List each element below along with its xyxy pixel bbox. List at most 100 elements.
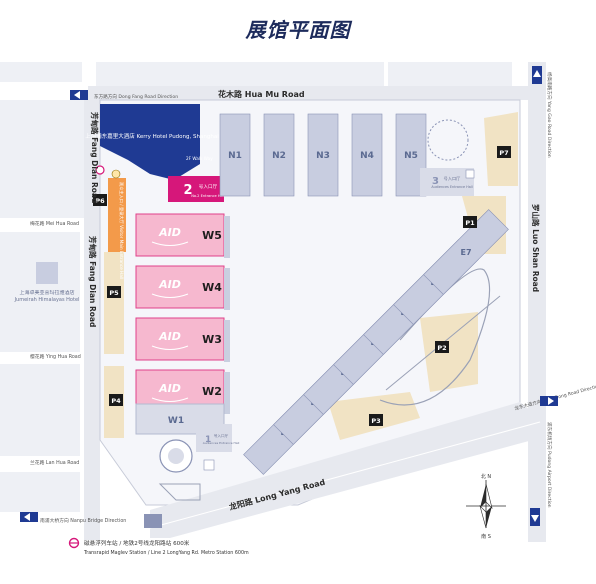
jumeirah-hotel-block: [36, 262, 58, 284]
hall-w4-shadow: [224, 268, 230, 310]
parking-p4-badge: [109, 394, 123, 406]
parking-p5-badge: [107, 286, 121, 298]
hall-w5-label: W5: [202, 229, 222, 242]
hall-w5-shadow: [224, 216, 230, 258]
meihua-road-label: 梅花路 Mei Hua Road: [30, 220, 79, 227]
entrance-3-cn: 号入口厅: [444, 176, 461, 182]
lot-left-4: [0, 472, 80, 512]
parking-p4-label: P4: [111, 397, 121, 405]
hall-n3[interactable]: [307, 113, 339, 197]
lanhua-road-label: 兰花路 Lan Hua Road: [30, 459, 79, 466]
longyang-road-strip: [150, 402, 540, 538]
fangdian-road-label-top: 芳甸路 Fang Dian Road: [90, 112, 100, 203]
hall-n1[interactable]: [219, 113, 251, 197]
metro-station-block: [144, 514, 162, 528]
hall-w3-shadow: [224, 320, 230, 362]
visitor-entrance-label: 观众主入口 / 登录大厅 Visitor Main Entrance Hall: [118, 182, 125, 279]
parking-p1-label: P1: [465, 219, 475, 227]
hall-w2-logo-swoosh: [151, 397, 189, 402]
parking-p6-label: P6: [95, 197, 105, 205]
fangdian-road-label-mid: 芳甸路 Fang Dian Road: [88, 236, 98, 327]
hall-e7[interactable]: [423, 209, 509, 295]
hall-w2-shadow: [224, 372, 230, 414]
entrance-2-en: No.2 Entrance Hall: [191, 194, 225, 198]
compass-south-label: 南 S: [481, 533, 491, 540]
info-icon: [111, 169, 121, 179]
compass-icon: [466, 480, 506, 529]
yinghua-road-label: 樱花路 Ying Hua Road: [30, 353, 81, 360]
entrance-2-box: [168, 176, 224, 202]
hall-n5-label: N5: [404, 151, 418, 161]
skywalk-label: 2F Walk Way: [186, 156, 213, 161]
hall-n2-label: N2: [272, 151, 286, 161]
entrance-1-box: [196, 424, 232, 452]
hall-e7-group: E7: [423, 209, 509, 295]
hall-n4[interactable]: [351, 113, 383, 197]
hall-w4-label: W4: [202, 281, 222, 294]
hall-w1-label: W1: [168, 416, 184, 426]
parking-sign-icon-2: [203, 459, 215, 471]
parking-p5-label: P5: [109, 289, 119, 297]
hall-w3-label: W3: [202, 333, 222, 346]
hall-w5-logo: AID: [158, 226, 181, 239]
parking-p6-badge: [93, 194, 107, 206]
luoshan-road-strip: [528, 62, 546, 542]
parking-area-p5: [104, 252, 124, 354]
hall-w3-logo: AID: [158, 330, 181, 343]
jumeirah-label-wrap: 上海卓美亚喜玛拉雅酒店 Jumeirah Himalayas Hotel: [14, 290, 80, 303]
hall-w2-label: W2: [202, 385, 222, 398]
lot-left-3: [0, 364, 80, 456]
east-halls: E1E2E3E4E5E6E7: [243, 209, 509, 475]
parking-p1-badge: [463, 216, 477, 228]
hall-e7-label: E7: [460, 248, 471, 257]
hall-w4[interactable]: [135, 265, 225, 309]
hall-w5[interactable]: [135, 213, 225, 257]
maglev-en-label: Transrapid Maglev Station / Line 2 LongY…: [83, 550, 249, 556]
airport-direction-label: 浦东机场方向 Pudong Airport Direction: [546, 422, 553, 508]
entrance-1-en: Audiences Entrance Hall: [203, 441, 240, 445]
arrow-left-icon-2: [20, 512, 38, 522]
entrance-2-number: 2: [183, 183, 192, 198]
entrance-3-box: [420, 168, 474, 196]
parking-p7-label: P7: [499, 149, 508, 157]
hall-n2[interactable]: [263, 113, 295, 197]
hall-w4-logo-swoosh: [151, 293, 189, 298]
hall-w5-logo-swoosh: [151, 241, 189, 246]
arrow-left-icon: [70, 90, 88, 100]
parking-p2-badge: [435, 341, 449, 353]
dongfang-direction-label: 东方路方向 Dong Fang Road Direction: [94, 93, 178, 100]
lot-top-left: [0, 62, 82, 82]
compass-north-label: 北 N: [481, 473, 492, 480]
visitor-entrance-banner: [108, 178, 126, 252]
hall-n1-label: N1: [228, 151, 242, 161]
bus-loop: [158, 483, 201, 501]
huamu-road-label: 花木路 Hua Mu Road: [218, 89, 305, 99]
hall-w4-logo: AID: [158, 278, 181, 291]
entrance-3-number: 3: [432, 176, 439, 187]
longyang-road-center: [149, 421, 541, 529]
lot-top: [96, 62, 384, 86]
lot-top-right: [388, 62, 512, 86]
parking-sign-icon: [465, 169, 475, 179]
roundabout-center: [168, 448, 184, 464]
lot-left-1: [0, 100, 84, 218]
entrance-1-number: 1: [205, 435, 211, 445]
nanpu-direction-label: 南浦大桥方向 Nanpu Bridge Direction: [40, 517, 126, 524]
arrow-up-icon: [532, 66, 542, 84]
entrance-2-cn: 号入口厅: [199, 184, 218, 190]
lot-left-2: [0, 232, 80, 352]
hall-n4-label: N4: [360, 151, 374, 161]
kerry-hotel-block: [100, 104, 200, 180]
entrance-3-en: Audiences Entrance Hall: [431, 185, 472, 189]
jumeirah-hotel-label: 上海卓美亚喜玛拉雅酒店 Jumeirah Himalayas Hotel: [14, 290, 80, 303]
fangdian-road-strip: [84, 100, 100, 540]
hall-w3-logo-swoosh: [151, 345, 189, 350]
hall-w2-logo: AID: [158, 382, 181, 395]
kerry-hotel-label: 上海浦东嘉里大酒店 Kerry Hotel Pudong, Shanghai: [85, 132, 219, 140]
parking-p2-label: P2: [437, 344, 446, 352]
